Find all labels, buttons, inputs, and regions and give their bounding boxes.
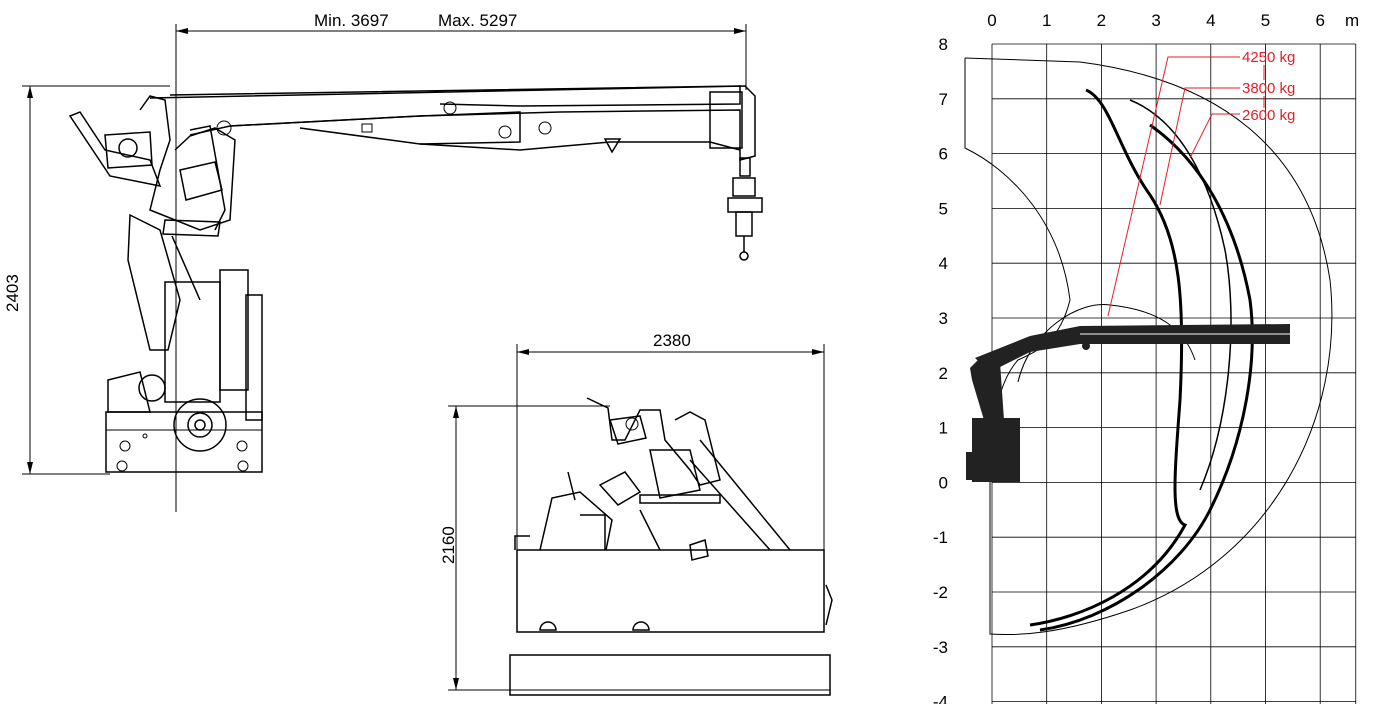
crane-column <box>68 95 236 351</box>
rear-height-arrow-top <box>453 406 459 418</box>
x-tick-label: 3 <box>1151 11 1160 30</box>
load-chart: 0 1 2 3 4 5 6 8 7 6 5 4 3 2 1 0 -1 -2 -3 -4 m 4250 kg 3800… <box>933 11 1359 704</box>
rear-height-arrow-bottom <box>453 678 459 690</box>
y-tick-label: -3 <box>933 638 948 657</box>
rear-height-label: 2160 <box>439 526 458 564</box>
height-arrow-top <box>27 86 33 98</box>
y-tick-label: 8 <box>939 35 948 54</box>
y-tick-label: -4 <box>933 693 948 704</box>
x-tick-label: 4 <box>1206 11 1215 30</box>
rear-view: 2380 2160 <box>439 331 833 696</box>
y-tick-label: -1 <box>933 528 948 547</box>
height-arrow-bottom <box>27 462 33 474</box>
y-tick-label: 2 <box>939 364 948 383</box>
width-arrow-right <box>812 349 824 355</box>
x-tick-label: 5 <box>1261 11 1270 30</box>
reach-arrow-right <box>734 28 746 34</box>
crane-boom <box>149 85 756 161</box>
y-axis-ticks: 8 7 6 5 4 3 2 1 0 -1 -2 -3 -4 <box>933 35 948 704</box>
height-label: 2403 <box>3 274 22 312</box>
side-view: Min. 3697 Max. 5297 2403 <box>3 11 763 512</box>
x-tick-label: 2 <box>1097 11 1106 30</box>
y-tick-label: 1 <box>939 419 948 438</box>
reach-arrow-left <box>176 28 188 34</box>
load-label-2600: 2600 kg <box>1242 107 1295 124</box>
crane-base <box>105 269 263 473</box>
rear-crane-body <box>509 397 833 696</box>
y-tick-label: 7 <box>939 90 948 109</box>
y-tick-label: 4 <box>939 254 948 273</box>
load-curve-3800 <box>1039 123 1254 632</box>
chart-grid <box>991 43 1357 704</box>
x-tick-label: 0 <box>987 11 996 30</box>
y-tick-label: 0 <box>939 473 948 492</box>
y-tick-label: 5 <box>939 199 948 218</box>
reach-min-label: Min. 3697 <box>314 11 389 30</box>
x-tick-label: 6 <box>1315 11 1324 30</box>
crane-silhouette <box>966 324 1290 482</box>
width-label: 2380 <box>653 331 691 350</box>
reach-max-label: Max. 5297 <box>438 11 517 30</box>
load-curve-4250 <box>1029 88 1188 627</box>
load-leaders <box>1107 56 1265 317</box>
x-axis-ticks: 0 1 2 3 4 5 6 <box>987 11 1325 30</box>
x-axis-unit: m <box>1345 11 1359 30</box>
y-tick-label: 6 <box>939 145 948 164</box>
load-label-4250: 4250 kg <box>1242 49 1295 66</box>
y-tick-label: -2 <box>933 583 948 602</box>
x-tick-label: 1 <box>1042 11 1051 30</box>
load-label-3800: 3800 kg <box>1242 80 1295 97</box>
width-arrow-left <box>517 349 529 355</box>
y-tick-label: 3 <box>939 309 948 328</box>
rotator-hook <box>727 157 763 261</box>
load-curve-2600 <box>1129 99 1232 491</box>
